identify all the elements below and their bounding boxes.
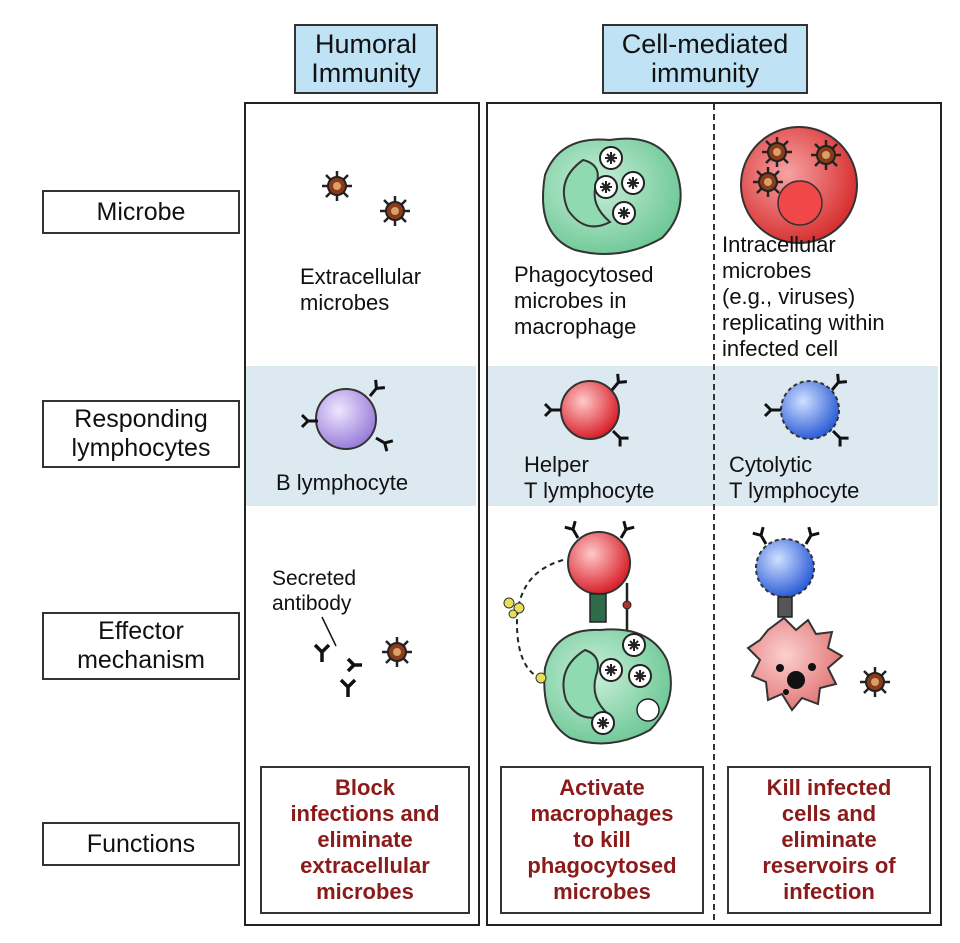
function-line: eliminate	[317, 827, 413, 852]
label-phagocytosed-microbes: Phagocytosed microbes in macrophage	[514, 262, 712, 340]
row-label-line: Microbe	[96, 197, 186, 226]
label-line: antibody	[272, 592, 352, 615]
label-line: Phagocytosed	[514, 262, 654, 287]
function-helper: Activate macrophages to kill phagocytose…	[500, 766, 704, 914]
helper-t-activating-macrophage-icon	[503, 519, 672, 745]
label-line: microbes in	[514, 288, 627, 313]
header-humoral-line: Humoral	[314, 29, 418, 59]
label-line: Secreted	[272, 567, 357, 590]
label-line: microbes	[722, 258, 812, 283]
helper-t-lymphocyte-icon	[543, 372, 631, 449]
label-line: T lymphocyte	[524, 478, 655, 503]
row-label-functions: Functions	[42, 822, 240, 866]
label-line: microbes	[300, 290, 390, 315]
macrophage-icon	[542, 137, 682, 255]
label-line: Cytolytic	[729, 452, 813, 477]
function-line: microbes	[316, 879, 414, 904]
function-line: eliminate	[781, 827, 877, 852]
label-cytolytic-t-lymphocyte: Cytolytic T lymphocyte	[729, 452, 929, 504]
row-label-line: lymphocytes	[71, 434, 211, 462]
b-lymphocyte-icon	[300, 378, 395, 453]
row-label-effector: Effector mechanism	[42, 612, 240, 680]
label-b-lymphocyte: B lymphocyte	[276, 470, 472, 496]
extracellular-virus-icon	[378, 194, 412, 228]
row-label-line: mechanism	[77, 646, 205, 674]
row-label-microbe: Microbe	[42, 190, 240, 234]
cytolytic-t-lymphocyte-icon	[763, 372, 851, 449]
header-humoral-line: Immunity	[311, 58, 421, 88]
header-cell-mediated-line: Cell-mediated	[621, 29, 789, 59]
label-intracellular-microbes: Intracellular microbes (e.g., viruses) r…	[722, 232, 936, 362]
function-line: phagocytosed	[527, 853, 677, 878]
label-line: (e.g., viruses)	[722, 284, 856, 309]
label-line: Helper	[524, 452, 589, 477]
function-line: extracellular	[300, 853, 430, 878]
humoral-panel	[244, 102, 480, 926]
header-cell-mediated-line: immunity	[650, 58, 759, 88]
row-label-line: Effector	[98, 617, 184, 645]
label-line: macrophage	[514, 314, 637, 339]
row-label-line: Responding	[74, 405, 208, 433]
function-humoral: Block infections and eliminate extracell…	[260, 766, 470, 914]
label-helper-t-lymphocyte: Helper T lymphocyte	[524, 452, 710, 504]
header-humoral: Humoral Immunity	[294, 24, 438, 94]
antibody-icon	[313, 643, 362, 697]
function-line: reservoirs of	[762, 853, 896, 878]
label-line: replicating within	[722, 310, 885, 335]
function-line: Activate	[559, 775, 645, 800]
label-line: infected cell	[722, 336, 839, 361]
function-line: to kill	[573, 827, 631, 852]
function-line: infection	[783, 879, 875, 904]
label-line: B lymphocyte	[276, 470, 409, 495]
label-line: T lymphocyte	[729, 478, 860, 503]
ctl-killing-infected-cell-icon	[746, 525, 892, 712]
label-line: Intracellular	[722, 232, 836, 257]
row-label-line: Functions	[86, 829, 196, 858]
function-cytolytic: Kill infected cells and eliminate reserv…	[727, 766, 931, 914]
infected-cell-icon	[740, 126, 858, 244]
label-secreted-antibody: Secreted antibody	[272, 566, 402, 616]
label-line: Extracellular	[300, 264, 422, 289]
extracellular-virus-icon	[320, 169, 354, 203]
opsonized-virus-icon	[380, 635, 414, 669]
cell-mediated-panel	[486, 102, 942, 926]
function-line: cells and	[781, 801, 877, 826]
function-line: infections and	[290, 801, 440, 826]
column-divider	[713, 104, 715, 920]
label-extracellular-microbes: Extracellular microbes	[300, 264, 470, 316]
function-line: Kill infected	[766, 775, 892, 800]
row-label-responding: Responding lymphocytes	[42, 400, 240, 468]
function-line: macrophages	[530, 801, 674, 826]
function-line: microbes	[553, 879, 651, 904]
function-line: Block	[335, 775, 395, 800]
antibody-pointer	[321, 616, 337, 647]
header-cell-mediated: Cell-mediated immunity	[602, 24, 808, 94]
